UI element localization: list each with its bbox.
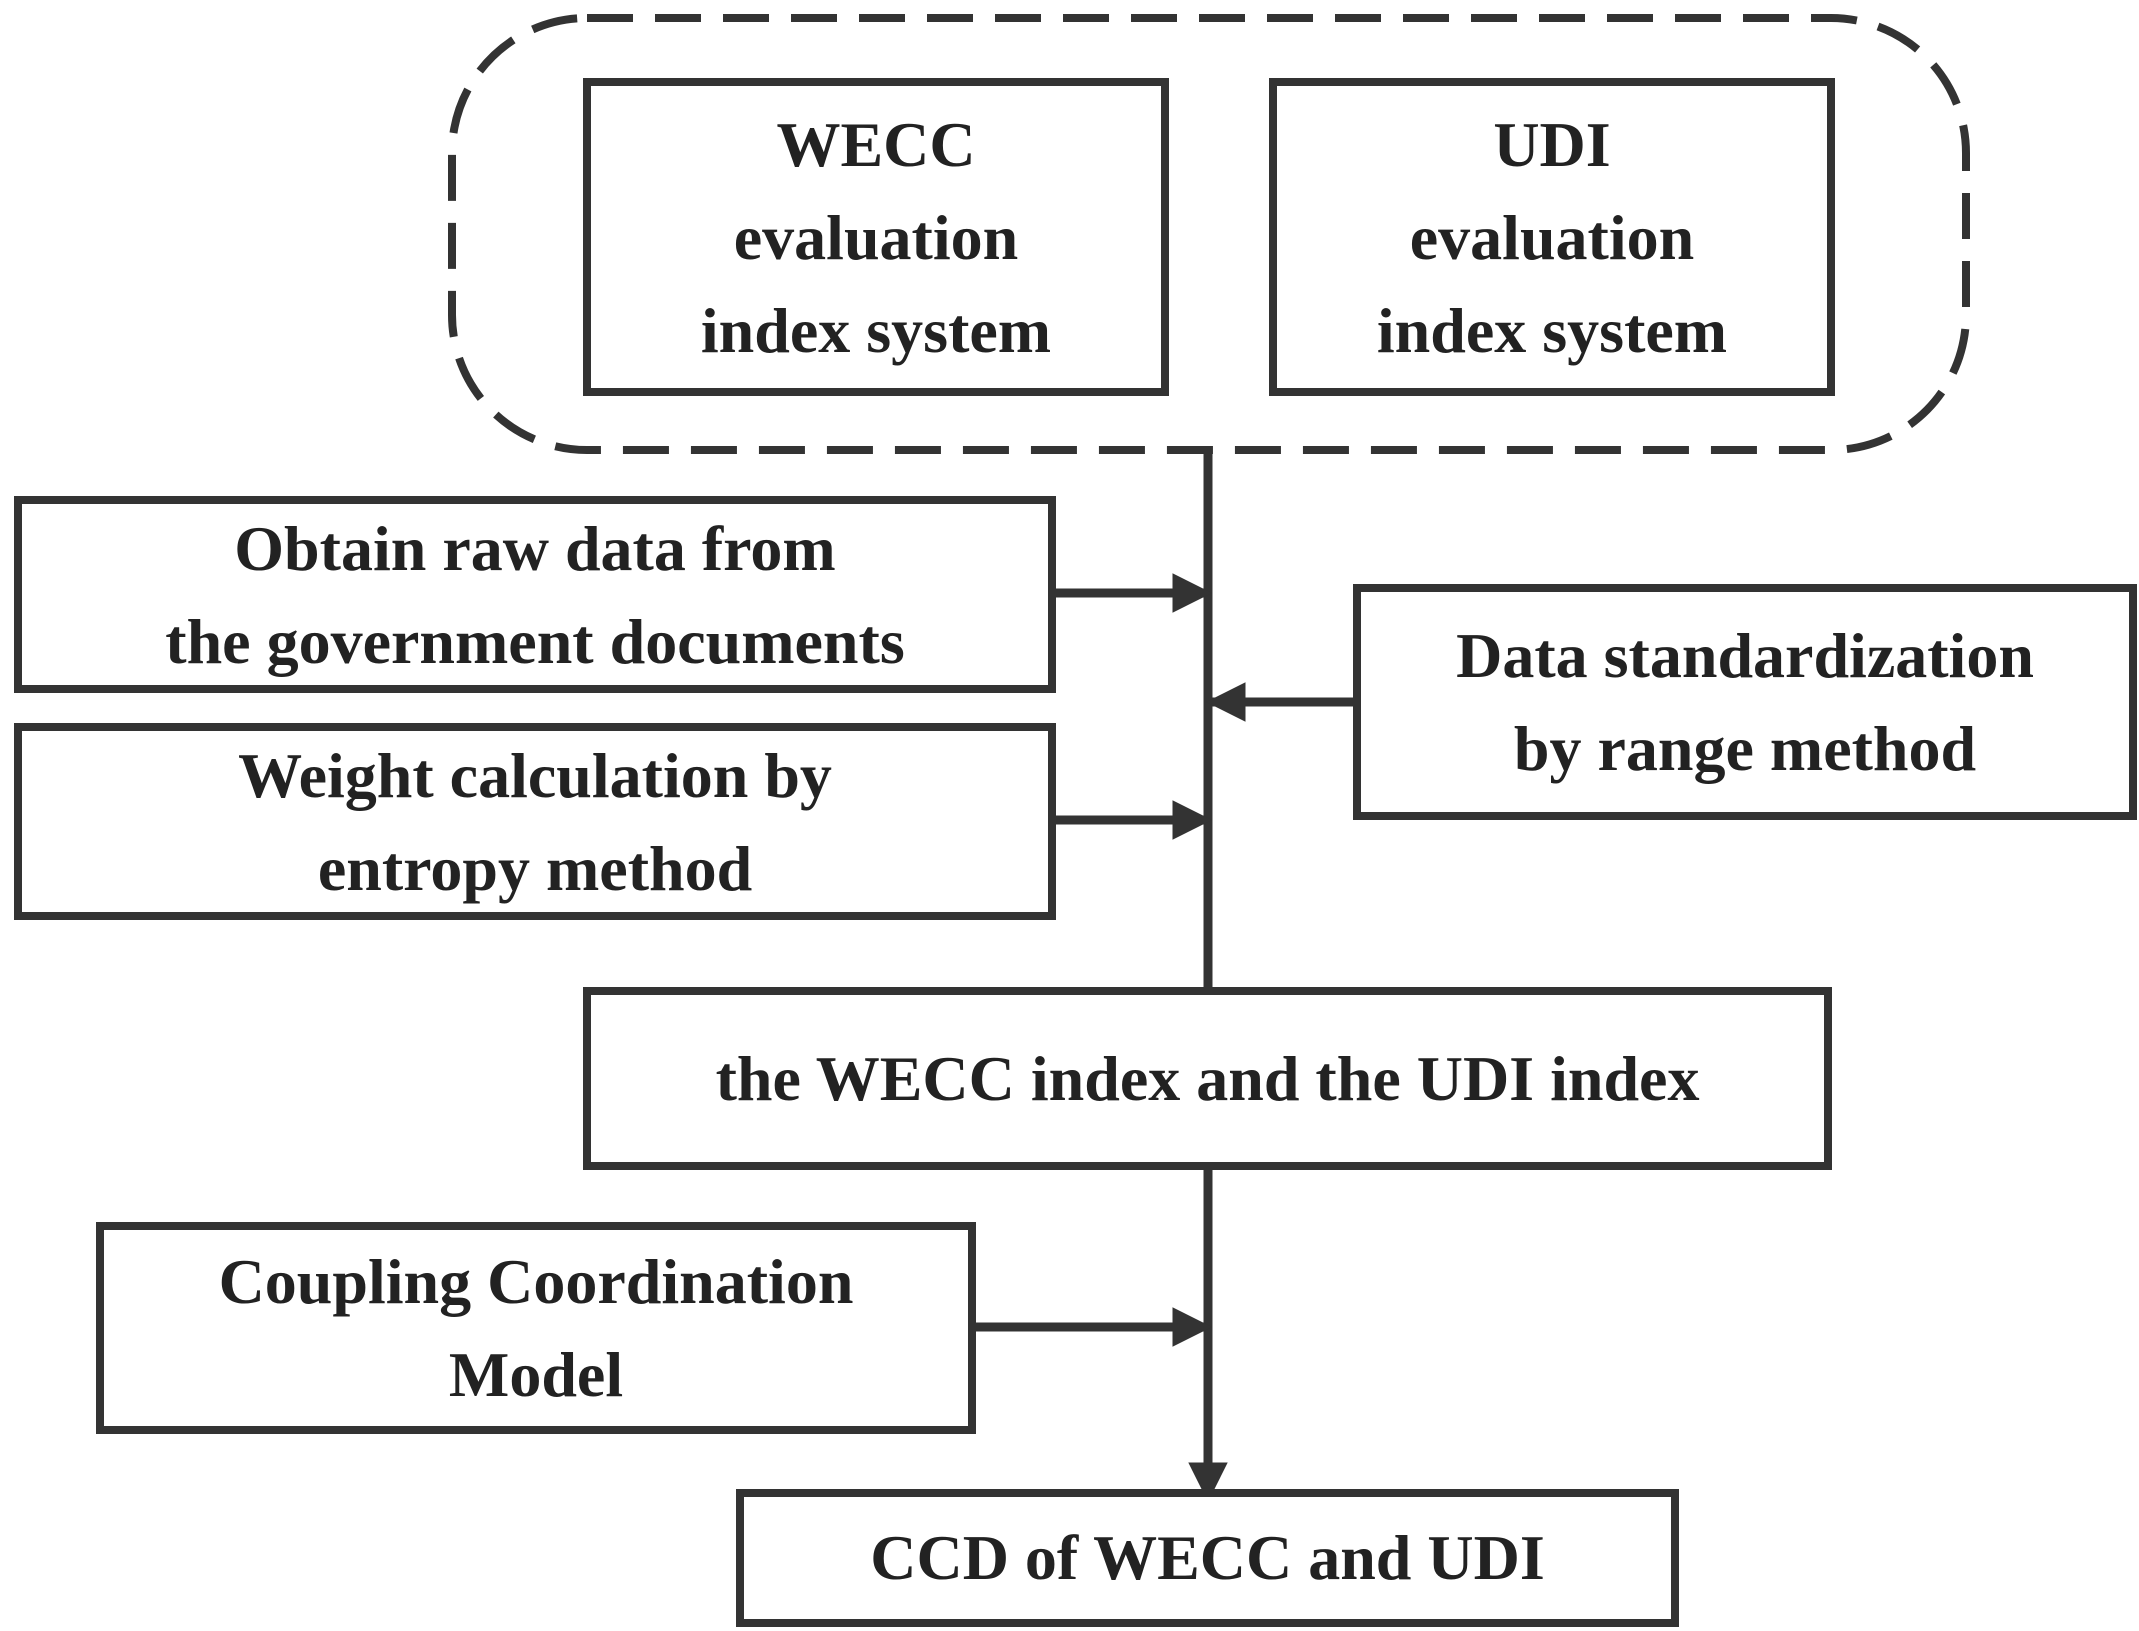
weight-calculation-box: Weight calculation by entropy method <box>14 723 1056 920</box>
ccd-box: CCD of WECC and UDI <box>736 1489 1679 1627</box>
ccd-label: CCD of WECC and UDI <box>870 1522 1545 1593</box>
udi-evaluation-index-system-box: UDI evaluation index system <box>1269 78 1835 396</box>
wecc-udi-index-label: the WECC index and the UDI index <box>715 1042 1700 1114</box>
wecc-evaluation-index-system-box: WECC evaluation index system <box>583 78 1169 396</box>
wecc-udi-index-box: the WECC index and the UDI index <box>583 987 1832 1170</box>
wecc-evaluation-index-system-label: WECC evaluation index system <box>700 108 1052 366</box>
coupling-coordination-model-box: Coupling Coordination Model <box>96 1222 976 1434</box>
weight-calculation-label: Weight calculation by entropy method <box>238 739 832 904</box>
obtain-raw-data-box: Obtain raw data from the government docu… <box>14 496 1056 693</box>
udi-evaluation-index-system-label: UDI evaluation index system <box>1376 108 1728 366</box>
data-standardization-box: Data standardization by range method <box>1353 584 2137 820</box>
obtain-raw-data-label: Obtain raw data from the government docu… <box>165 512 905 677</box>
index-systems-group-dashed-border <box>448 14 1970 454</box>
coupling-coordination-model-label: Coupling Coordination Model <box>218 1246 854 1410</box>
data-standardization-label: Data standardization by range method <box>1456 620 2034 784</box>
